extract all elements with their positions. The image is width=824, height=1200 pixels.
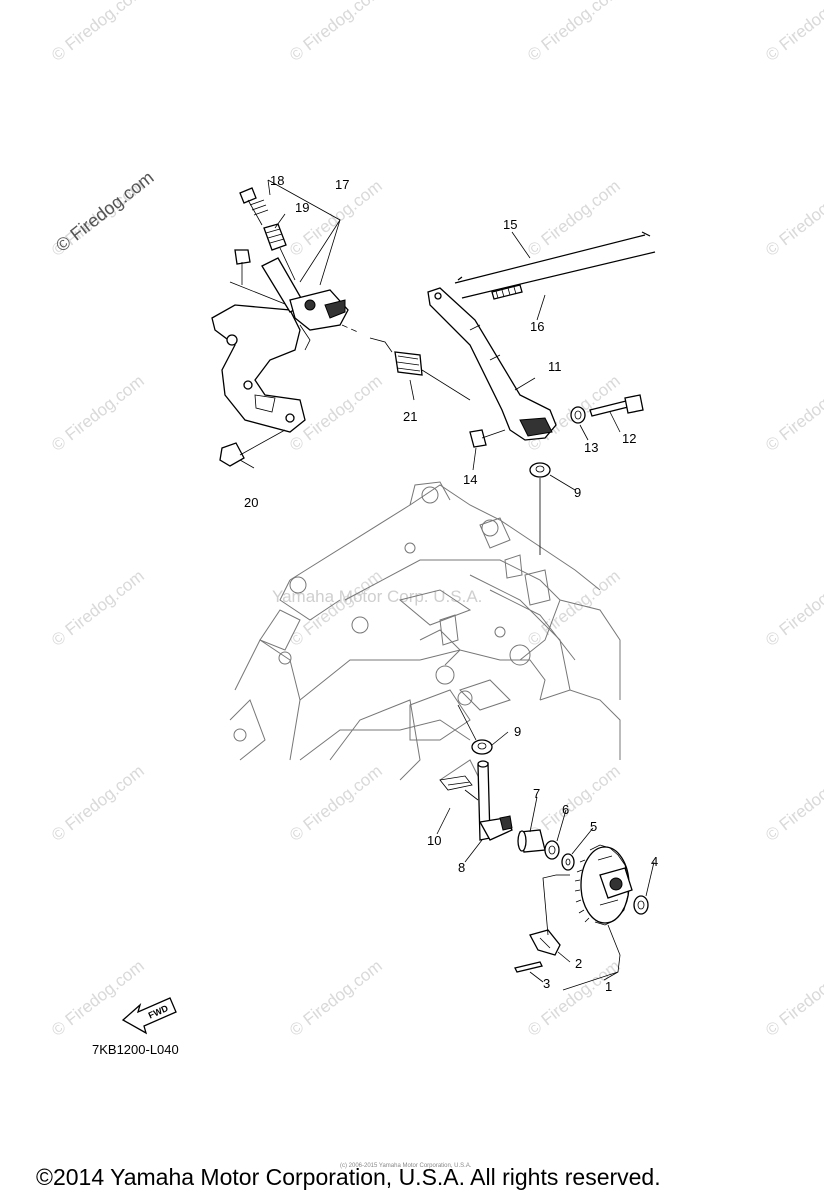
callout-7: 7 [533, 786, 540, 801]
callout-14: 14 [463, 472, 477, 487]
copyright-notice: ©2014 Yamaha Motor Corporation, U.S.A. A… [36, 1164, 661, 1190]
governor-bracket [211, 187, 471, 467]
bolt-washer [570, 394, 644, 424]
fine-print: (c) 2006-2015 Yamaha Motor Corporation, … [340, 1163, 472, 1169]
callout-labels: 1 2 3 4 5 6 7 8 9 9 10 11 12 13 14 15 16… [244, 173, 658, 994]
callout-11: 11 [548, 359, 562, 374]
callout-12: 12 [622, 431, 636, 446]
diagram-code: 7KB1200-L040 [92, 1042, 179, 1057]
governor-shaft [439, 760, 513, 841]
washers [457, 462, 551, 755]
callout-18: 18 [270, 173, 284, 188]
clip-and-pin [514, 929, 561, 973]
callout-20: 20 [244, 495, 258, 510]
callout-6: 6 [562, 802, 569, 817]
callout-8: 8 [458, 860, 465, 875]
pin-and-washers [517, 829, 575, 871]
callout-15: 15 [503, 217, 517, 232]
governor-arm [427, 287, 557, 448]
fwd-arrow: FWD [121, 997, 177, 1035]
callout-1: 1 [605, 979, 612, 994]
callout-13: 13 [584, 440, 598, 455]
center-watermark: Yamaha Motor Corp. U.S.A. [272, 587, 483, 606]
callout-2: 2 [575, 956, 582, 971]
callout-3: 3 [543, 976, 550, 991]
callout-16: 16 [530, 319, 544, 334]
callout-19: 19 [295, 200, 309, 215]
linkage-rods [454, 231, 656, 300]
callout-5: 5 [590, 819, 597, 834]
engine-block [229, 481, 621, 781]
callout-4: 4 [651, 854, 658, 869]
callout-21: 21 [403, 409, 417, 424]
callout-17: 17 [335, 177, 349, 192]
callout-9-lower: 9 [514, 724, 521, 739]
callout-10: 10 [427, 833, 441, 848]
governor-gear [574, 844, 649, 926]
callout-9-upper: 9 [574, 485, 581, 500]
leader-lines [239, 179, 655, 991]
